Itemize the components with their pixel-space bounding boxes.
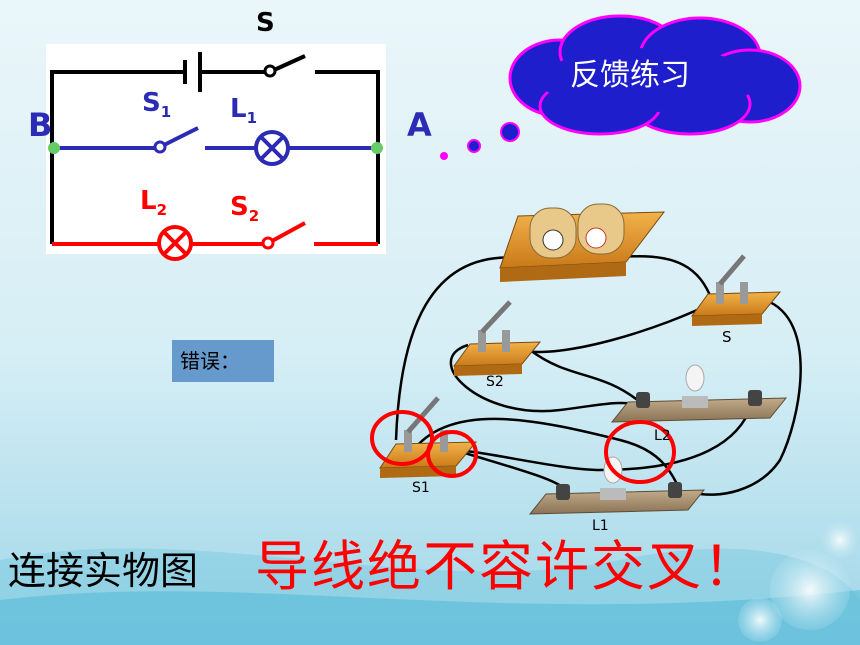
switch-s2-blade [271, 221, 306, 243]
thought-bubble-mid [467, 139, 481, 153]
switch-s1-pivot [153, 140, 167, 154]
thought-bubble-large [500, 122, 520, 142]
wire-s1-to-l1 [454, 448, 570, 493]
label-physical-s2: S2 [486, 374, 504, 390]
switch-s1-blade [163, 126, 199, 147]
node-a-dot [371, 142, 383, 154]
label-l1-sub: 1 [246, 109, 258, 128]
lamp-l1-cross-b [259, 135, 285, 161]
label-l1: L1 [230, 94, 257, 127]
switch-s1-device [379, 396, 478, 478]
wire-s2-to-l2 [449, 343, 641, 413]
wire-l2-to-s1 [451, 403, 754, 472]
switch-s2-device [452, 300, 542, 376]
lamp-l2-device [610, 364, 788, 423]
label-s2: S2 [230, 192, 259, 225]
label-physical-l1: L1 [592, 518, 609, 534]
label-s1-main: S [142, 88, 161, 118]
wire-battery-to-s [611, 255, 714, 301]
wire-s2-to-l2-b [529, 348, 641, 403]
error-circle-s1-left [370, 410, 434, 466]
node-b-dot [48, 142, 60, 154]
label-node-b: B [28, 106, 53, 144]
error-circle-s1-right [426, 430, 478, 478]
label-s1: S1 [142, 88, 171, 121]
label-node-a: A [407, 106, 432, 144]
switch-s-blade [273, 54, 306, 72]
label-physical-l2: L2 [654, 428, 671, 444]
switch-s2-pivot [261, 236, 275, 250]
caption-no-crossing-wires: 导线绝不容许交叉！ [255, 535, 759, 598]
wire-battery-to-s1 [394, 256, 521, 441]
label-s1-sub: 1 [160, 103, 172, 122]
label-l1-main: L [230, 94, 247, 124]
label-switch-s: S [256, 8, 275, 38]
label-physical-s: S [722, 328, 732, 346]
wire-s-to-l1 [689, 298, 802, 496]
label-l2: L2 [140, 186, 167, 219]
label-l2-sub: 2 [156, 201, 168, 220]
label-physical-s1: S1 [412, 480, 430, 496]
label-s2-main: S [230, 192, 249, 222]
error-label-box: 错误： [172, 340, 274, 382]
thought-bubble-small [440, 152, 448, 160]
switch-s-device [690, 254, 782, 326]
label-s2-sub: 2 [248, 207, 260, 226]
caption-connect-diagram: 连接实物图 [8, 549, 199, 593]
wire-s-to-s2 [519, 298, 719, 354]
cloud-label: 反馈练习 [570, 58, 690, 93]
label-l2-main: L [140, 186, 157, 216]
battery-holder [499, 203, 666, 282]
wire-s1-to-l1-cross [410, 417, 682, 491]
error-circle-wire-cross [604, 420, 676, 484]
lamp-l2-cross-b [162, 230, 188, 256]
